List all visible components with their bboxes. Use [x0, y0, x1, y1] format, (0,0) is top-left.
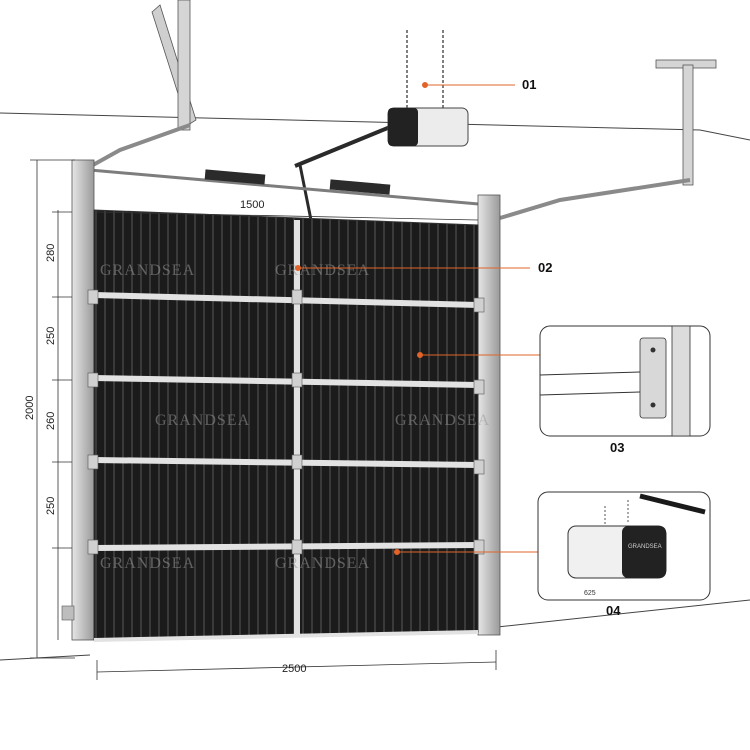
callout-03: 03 — [610, 440, 624, 455]
dim-panel-4: 250 — [45, 497, 57, 515]
watermark-text: GRANDSEA — [155, 412, 250, 429]
ceiling-bracket-left — [74, 0, 197, 177]
watermarks: GRANDSEA GRANDSEA GRANDSEA GRANDSEA GRAN… — [100, 262, 490, 572]
opener-motor — [387, 30, 469, 147]
dim-bottom-width: 2500 — [282, 663, 306, 675]
watermark-text: GRANDSEA — [275, 555, 370, 572]
callout-01: 01 — [522, 77, 536, 92]
torsion-shaft — [89, 168, 491, 207]
callout-04: 04 — [606, 603, 621, 618]
room-outline — [0, 112, 750, 661]
dim-panel-1: 280 — [45, 244, 57, 262]
dim-panel-3: 260 — [45, 412, 57, 430]
dimension-lines — [30, 159, 497, 680]
detail-hinge-box — [539, 325, 711, 437]
watermark-text: GRANDSEA — [100, 262, 195, 279]
watermark-text: GRANDSEA — [395, 412, 490, 429]
door — [61, 159, 501, 642]
ceiling-bracket-right — [499, 59, 717, 220]
opener-brand-label: GRANDSEA — [628, 544, 662, 550]
dim-panel-2: 250 — [45, 327, 57, 345]
watermark-text: GRANDSEA — [275, 262, 370, 279]
opener-detail-label: 625 — [584, 590, 596, 597]
detail-opener-box: GRANDSEA 625 — [537, 491, 711, 601]
dim-total-height: 2000 — [24, 396, 36, 420]
dim-top-width: 1500 — [240, 199, 264, 211]
callout-02: 02 — [538, 260, 552, 275]
watermark-text: GRANDSEA — [100, 555, 195, 572]
